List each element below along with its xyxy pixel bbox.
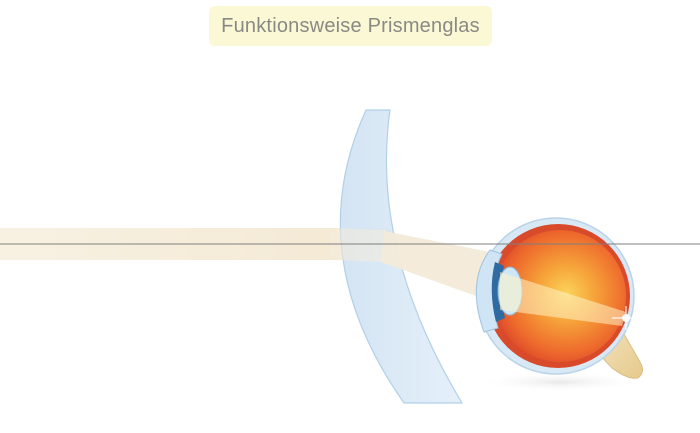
title-banner: Funktionsweise Prismenglas <box>209 6 492 46</box>
beam-inside-eye <box>500 272 626 326</box>
eye-shadow <box>475 372 645 392</box>
beam-through-lens <box>330 228 386 262</box>
diagram-title: Funktionsweise Prismenglas <box>221 14 480 37</box>
deflected-light-beam <box>381 231 490 296</box>
prism-lens <box>339 109 464 404</box>
